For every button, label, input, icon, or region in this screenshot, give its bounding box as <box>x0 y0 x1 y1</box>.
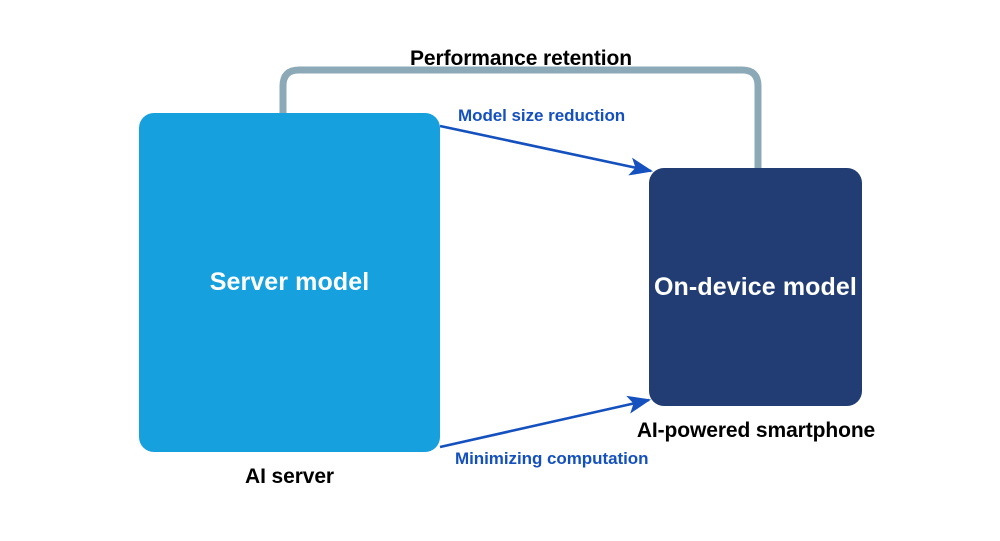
on-device-model-label: On-device model <box>654 272 857 301</box>
ai-powered-smartphone-caption: AI-powered smartphone <box>636 419 876 442</box>
performance-retention-connector <box>279 66 762 176</box>
server-model-node[interactable]: Server model <box>139 113 440 452</box>
model-size-reduction-arrow <box>439 124 654 176</box>
server-model-label: Server model <box>209 268 370 296</box>
minimizing-computation-label: Minimizing computation <box>455 449 649 468</box>
performance-retention-label: Performance retention <box>410 47 632 70</box>
ai-server-caption: AI server <box>245 465 334 488</box>
minimizing-computation-arrow <box>439 395 652 449</box>
model-size-reduction-label: Model size reduction <box>458 106 626 125</box>
on-device-model-node[interactable]: On-device model <box>649 168 862 406</box>
